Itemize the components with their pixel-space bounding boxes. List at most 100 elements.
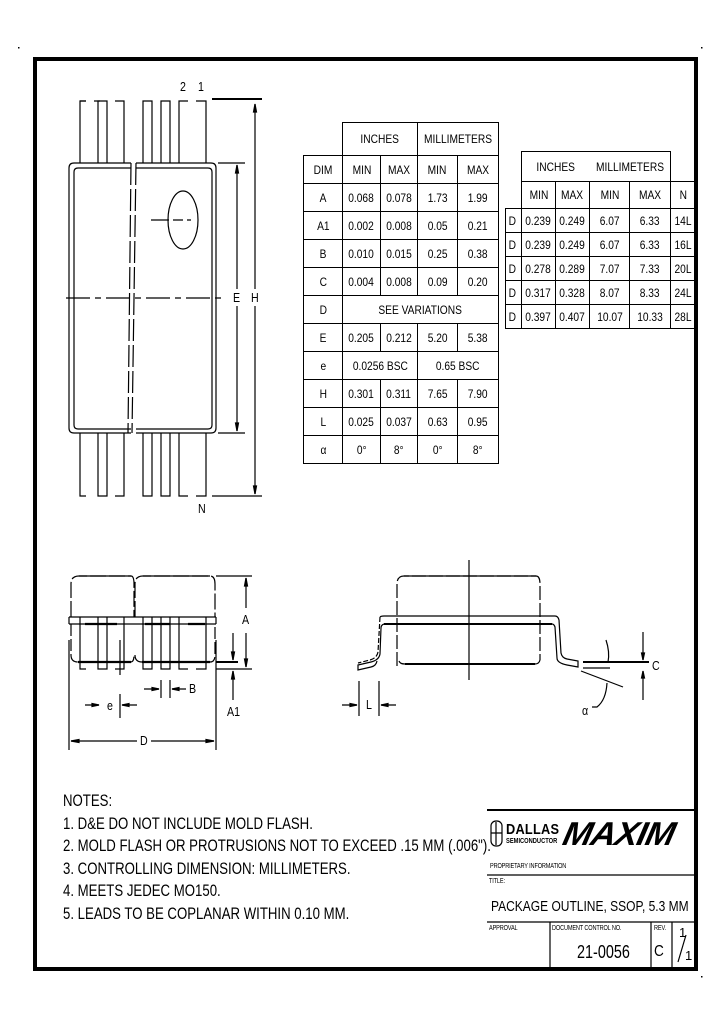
pin-1-label: 1 bbox=[198, 79, 204, 94]
dim-cell: E bbox=[319, 330, 327, 345]
var-col-n: N bbox=[679, 188, 687, 202]
sheet-total: 1 bbox=[685, 948, 693, 963]
lead-count-cell: 20L bbox=[674, 261, 692, 276]
notes-heading: NOTES: bbox=[63, 792, 113, 810]
value-cell: 10.07 bbox=[596, 309, 623, 324]
table-row: D 0.239 0.249 6.07 6.33 14L bbox=[505, 208, 697, 233]
value-cell: 0.008 bbox=[386, 274, 412, 289]
dim-e-label: E bbox=[233, 290, 241, 305]
value-cell: 0.249 bbox=[559, 237, 586, 252]
value-cell: 0.25 bbox=[427, 246, 448, 261]
value-cell: 8° bbox=[394, 442, 404, 457]
document-number: 21-0056 bbox=[577, 942, 630, 962]
value-cell: 0.249 bbox=[559, 213, 586, 228]
value-cell: 0.212 bbox=[386, 330, 412, 345]
dim-e-pitch-label: e bbox=[107, 698, 113, 713]
maxim-logo: MAXIM bbox=[559, 815, 679, 852]
value-cell: 6.33 bbox=[639, 213, 660, 228]
value-cell: 0.239 bbox=[525, 237, 552, 252]
top-view bbox=[66, 98, 262, 497]
rev-label: REV. bbox=[654, 925, 666, 932]
table-row: D 0.317 0.328 8.07 8.33 24L bbox=[505, 280, 697, 305]
dim-l-label: L bbox=[366, 697, 372, 712]
dim-d-label: D bbox=[140, 733, 148, 748]
notes-block: NOTES: 1. D&E DO NOT INCLUDE MOLD FLASH.… bbox=[63, 790, 491, 925]
value-cell: 0.317 bbox=[525, 285, 552, 300]
dallas-semiconductor-text: SEMICONDUCTOR bbox=[506, 838, 558, 845]
dimension-table: INCHES MILLIMETERS DIM MIN MAX MIN MAX A… bbox=[303, 122, 500, 464]
value-cell: 0.05 bbox=[427, 218, 448, 233]
value-cell: 0.38 bbox=[468, 246, 488, 261]
value-cell: 6.07 bbox=[599, 237, 620, 252]
see-variations-cell: SEE VARIATIONS bbox=[378, 302, 463, 317]
value-cell: 0.95 bbox=[468, 414, 488, 429]
revision: C bbox=[654, 943, 664, 960]
value-cell: 6.07 bbox=[599, 213, 620, 228]
value-cell: 7.90 bbox=[468, 386, 488, 401]
dim-alpha-label: α bbox=[582, 703, 589, 718]
dim-h-label: H bbox=[251, 290, 259, 305]
value-cell: 0° bbox=[432, 442, 443, 457]
value-cell: 8.07 bbox=[599, 285, 620, 300]
col-mm-min: MIN bbox=[428, 162, 447, 177]
dim-b-label: B bbox=[189, 681, 197, 696]
value-cell: 0.63 bbox=[427, 414, 448, 429]
value-cell: 0.289 bbox=[559, 261, 586, 276]
col-dim: DIM bbox=[313, 162, 333, 177]
side-view bbox=[342, 560, 649, 716]
value-cell: 0.397 bbox=[525, 309, 552, 324]
table-row: D SEE VARIATIONS bbox=[303, 295, 500, 324]
value-cell: 0.20 bbox=[468, 274, 488, 289]
table-row: e 0.0256 BSC 0.65 BSC bbox=[303, 351, 500, 380]
approval-label: APPROVAL bbox=[489, 925, 518, 932]
dim-cell: D bbox=[508, 285, 517, 300]
value-cell: 8.33 bbox=[639, 285, 660, 300]
table-row: α 0° 8° 0° 8° bbox=[303, 435, 500, 464]
dallas-logo-text: DALLAS bbox=[506, 821, 560, 838]
variations-table: INCHES MILLIMETERS MIN MAX MIN MAX N D 0… bbox=[505, 151, 697, 329]
bsc-cell: 0.0256 BSC bbox=[352, 358, 408, 373]
note-item: 5. LEADS TO BE COPLANAR WITHIN 0.10 MM. bbox=[63, 904, 350, 923]
sheet-number: 1 bbox=[679, 925, 687, 940]
dim-cell: D bbox=[508, 237, 517, 252]
pin-2-label: 2 bbox=[180, 79, 186, 94]
note-item: 4. MEETS JEDEC MO150. bbox=[63, 882, 221, 900]
value-cell: 0.068 bbox=[348, 190, 375, 205]
table-row: D 0.278 0.289 7.07 7.33 20L bbox=[505, 256, 697, 281]
value-cell: 7.33 bbox=[639, 261, 660, 276]
value-cell: 7.65 bbox=[427, 386, 448, 401]
dim-cell: D bbox=[508, 309, 517, 324]
var-inches-header: INCHES bbox=[536, 159, 576, 174]
value-cell: 1.73 bbox=[427, 190, 448, 205]
var-col-mm-max: MAX bbox=[638, 188, 661, 202]
dim-cell: α bbox=[320, 442, 326, 457]
value-cell: 0.078 bbox=[386, 190, 412, 205]
title-block-grid bbox=[487, 809, 694, 967]
value-cell: 0.037 bbox=[386, 414, 412, 429]
dim-cell: L bbox=[320, 414, 326, 429]
value-cell: 0.015 bbox=[386, 246, 412, 261]
value-cell: 0.278 bbox=[525, 261, 552, 276]
lead-count-cell: 28L bbox=[674, 309, 692, 324]
note-item: 3. CONTROLLING DIMENSION: MILLIMETERS. bbox=[63, 859, 351, 878]
value-cell: 0° bbox=[356, 442, 367, 457]
pin-n-label: N bbox=[198, 501, 206, 516]
dim-cell: A1 bbox=[316, 218, 330, 233]
var-col-mm-min: MIN bbox=[600, 188, 619, 202]
value-cell: 0.025 bbox=[348, 414, 375, 429]
value-cell: 1.99 bbox=[468, 190, 488, 205]
proprietary-label: PROPRIETARY INFORMATION bbox=[490, 863, 567, 870]
col-mm-max: MAX bbox=[466, 162, 490, 177]
table-row: D 0.397 0.407 10.07 10.33 28L bbox=[505, 304, 697, 329]
table-row: H 0.301 0.311 7.65 7.90 bbox=[303, 379, 500, 408]
value-cell: 0.301 bbox=[348, 386, 375, 401]
table-row: C 0.004 0.008 0.09 0.20 bbox=[303, 267, 500, 296]
value-cell: 0.008 bbox=[386, 218, 412, 233]
value-cell: 7.07 bbox=[599, 261, 620, 276]
front-view bbox=[68, 575, 252, 750]
value-cell: 5.38 bbox=[468, 330, 488, 345]
value-cell: 0.21 bbox=[468, 218, 488, 233]
value-cell: 0.010 bbox=[348, 246, 375, 261]
note-item: 2. MOLD FLASH OR PROTRUSIONS NOT TO EXCE… bbox=[63, 837, 491, 855]
